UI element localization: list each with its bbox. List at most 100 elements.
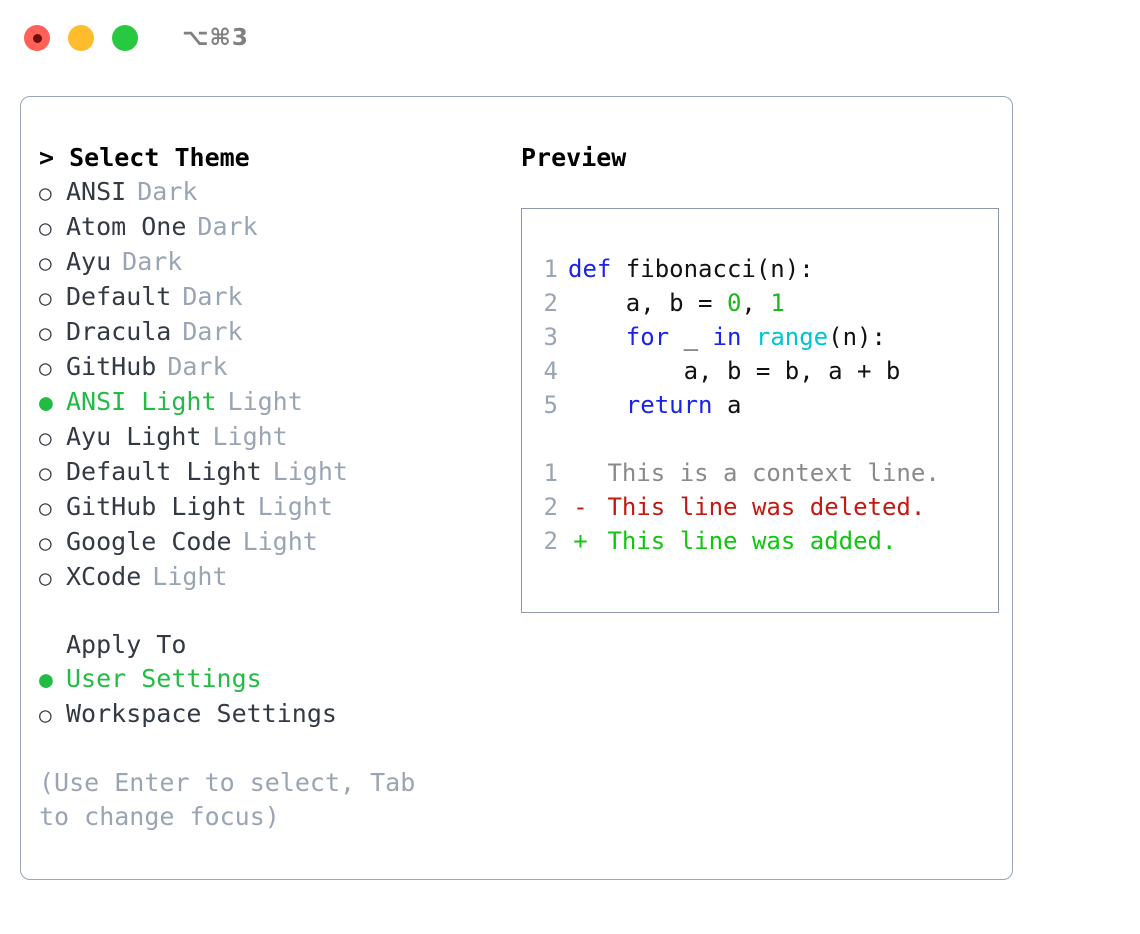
theme-option-label: Google Code (66, 527, 232, 556)
theme-option-label: Default (66, 282, 172, 311)
theme-option-variant: Light (212, 422, 288, 451)
theme-option-variant: Light (272, 457, 348, 486)
theme-option-variant: Dark (182, 282, 243, 311)
apply-to-option-label: Workspace Settings (66, 699, 337, 728)
theme-option-variant: Light (152, 562, 228, 591)
minimize-window-button[interactable] (68, 25, 94, 51)
traffic-lights (24, 25, 138, 51)
theme-option-variant: Dark (182, 317, 243, 346)
radio-selected-icon: ● (39, 390, 53, 416)
code-token: return (625, 391, 713, 419)
code-line-number: 5 (543, 391, 558, 419)
theme-option[interactable]: ○ Default Dark (39, 280, 499, 315)
maximize-window-button[interactable] (112, 25, 138, 51)
keyboard-hint-text: (Use Enter to select, Tab to change focu… (39, 768, 416, 831)
radio-unselected-icon: ○ (39, 703, 52, 727)
code-line-content: a, b = 0, 1 (568, 286, 785, 320)
theme-option-label: GitHub Light (66, 492, 247, 521)
preview-title: Preview (521, 143, 627, 172)
diff-line-number: 2 (543, 493, 558, 521)
code-line: 3 for _ in range(n): (522, 320, 998, 354)
code-line-content: for _ in range(n): (568, 320, 886, 354)
title-bar: ⌥⌘3 (0, 0, 1140, 76)
apply-to-option-list[interactable]: ●User Settings ○ Workspace Settings (39, 662, 499, 732)
diff-line-content: This line was deleted. (593, 493, 926, 521)
diff-line-content: This is a context line. (593, 459, 940, 487)
page-title: > Select Theme (39, 143, 250, 172)
close-window-button[interactable] (24, 25, 50, 51)
code-token: fibonacci(n): (611, 255, 814, 283)
theme-option[interactable]: ○ Default Light Light (39, 455, 499, 490)
apply-to-option[interactable]: ●User Settings (39, 662, 499, 697)
radio-unselected-icon: ○ (39, 461, 52, 485)
diff-line: 2+ This line was added. (522, 524, 998, 558)
keyboard-shortcut-label: ⌥⌘3 (182, 25, 249, 51)
theme-option-label: Atom One (66, 212, 187, 241)
code-token: for (625, 323, 670, 351)
diff-line-content: This line was added. (593, 527, 897, 555)
theme-option-label: Ayu (66, 247, 112, 276)
apply-to-option-label: User Settings (66, 664, 262, 693)
theme-option-label: Ayu Light (66, 422, 202, 451)
theme-option-label: Default Light (66, 457, 262, 486)
code-line-number: 3 (543, 323, 558, 351)
code-token: a, b = b, a + b (568, 357, 901, 385)
theme-option-variant: Dark (167, 352, 228, 381)
code-token: in (712, 323, 742, 351)
theme-option[interactable]: ● ANSI Light Light (39, 385, 499, 420)
theme-option-variant: Dark (197, 212, 258, 241)
radio-unselected-icon: ○ (39, 566, 52, 590)
theme-option[interactable]: ○ Ayu Light Light (39, 420, 499, 455)
radio-unselected-icon: ○ (39, 496, 52, 520)
diff-line-number: 1 (543, 459, 558, 487)
theme-option[interactable]: ○ XCode Light (39, 560, 499, 595)
radio-unselected-icon: ○ (39, 286, 52, 310)
code-token: 0 (726, 289, 742, 317)
diff-marker: - (573, 493, 588, 521)
code-token: a (712, 391, 742, 419)
diff-marker (568, 456, 593, 490)
code-token: a, b = (568, 289, 727, 317)
diff-sample: 1 This is a context line. 2- This line wa… (522, 456, 998, 558)
code-line-content: a, b = b, a + b (568, 354, 901, 388)
radio-unselected-icon: ○ (39, 356, 52, 380)
radio-unselected-icon: ○ (39, 531, 52, 555)
theme-option-variant: Dark (137, 177, 198, 206)
code-line: 2 a, b = 0, 1 (522, 286, 998, 320)
diff-marker: + (573, 527, 588, 555)
apply-to-option[interactable]: ○ Workspace Settings (39, 697, 499, 732)
apply-to-heading: Apply To (66, 630, 187, 659)
code-line-content: def fibonacci(n): (568, 252, 814, 286)
code-token: _ (669, 323, 713, 351)
theme-option-variant: Light (227, 387, 303, 416)
theme-option-variant: Dark (122, 247, 183, 276)
code-line-content: return a (568, 388, 742, 422)
code-line: 5 return a (522, 388, 998, 422)
radio-unselected-icon: ○ (39, 426, 52, 450)
radio-unselected-icon: ○ (39, 216, 52, 240)
theme-option-label: Dracula (66, 317, 172, 346)
code-line-number: 1 (543, 255, 558, 283)
theme-option[interactable]: ○ GitHub Dark (39, 350, 499, 385)
diff-line: 2- This line was deleted. (522, 490, 998, 524)
theme-option-label: ANSI Light (66, 387, 217, 416)
theme-option-label: GitHub (66, 352, 157, 381)
code-token (568, 323, 626, 351)
code-line: 1 def fibonacci(n): (522, 252, 998, 286)
theme-option[interactable]: ○ Atom One Dark (39, 210, 499, 245)
code-line: 4 a, b = b, a + b (522, 354, 998, 388)
theme-option-label: XCode (66, 562, 142, 591)
radio-unselected-icon: ○ (39, 181, 52, 205)
code-token: , (741, 289, 771, 317)
